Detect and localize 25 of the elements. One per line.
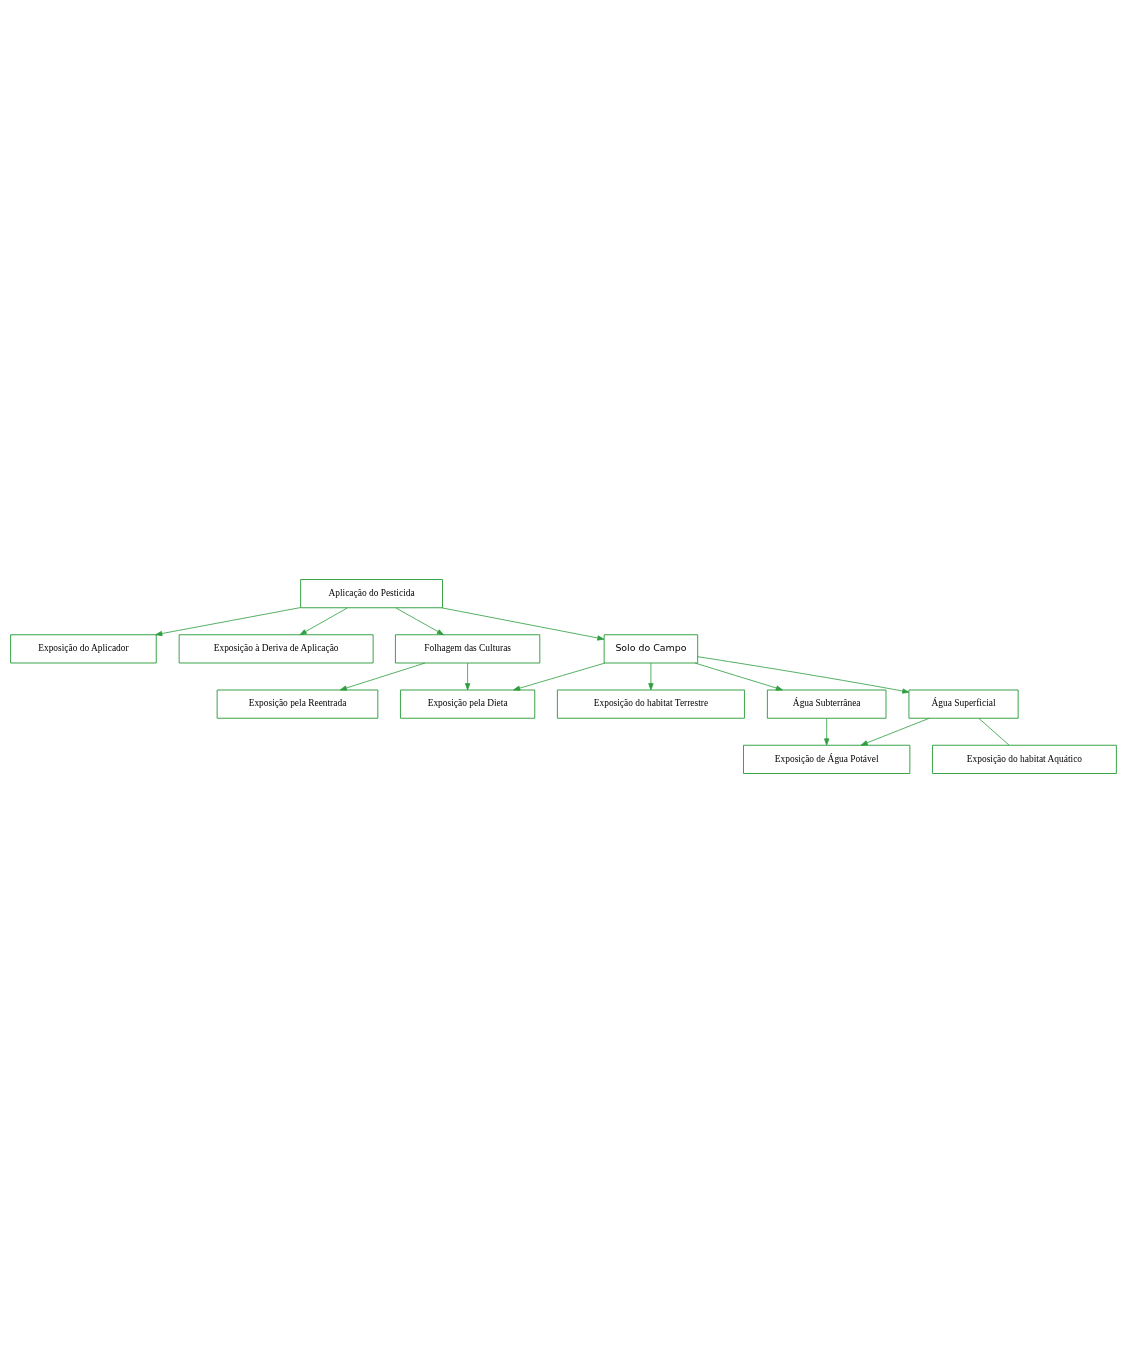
arrow [824,717,830,746]
arrow [441,607,605,641]
arrow [155,607,301,637]
node-box: Exposição do Aplicador [10,634,157,664]
node-box: Água Subterrânea [766,689,887,719]
arrow [860,717,930,746]
node-box: Aplicação do Pesticida [300,579,443,609]
node-box: Exposição pela Reentrada [216,689,379,719]
arrow [648,662,654,691]
connector [978,717,1010,746]
arrow [513,662,606,691]
node-box: Exposição de Água Potável [743,744,911,774]
node-box: Exposição pela Dieta [399,689,536,719]
node-box: Exposição do habitat Terrestre [556,689,745,719]
arrow [299,607,348,636]
arrow [395,607,444,636]
arrow [694,662,783,691]
node-box: Água Superficial [908,689,1019,719]
arrow [697,656,910,694]
node-box: Folhagem das Culturas [394,634,541,664]
arrow [465,662,471,691]
node-box: Exposição do habitat Aquático [932,744,1117,774]
arrow [339,662,426,691]
node-box: Exposição à Deriva de Aplicação [178,634,374,664]
node-box: Solo do Campo [603,634,699,664]
